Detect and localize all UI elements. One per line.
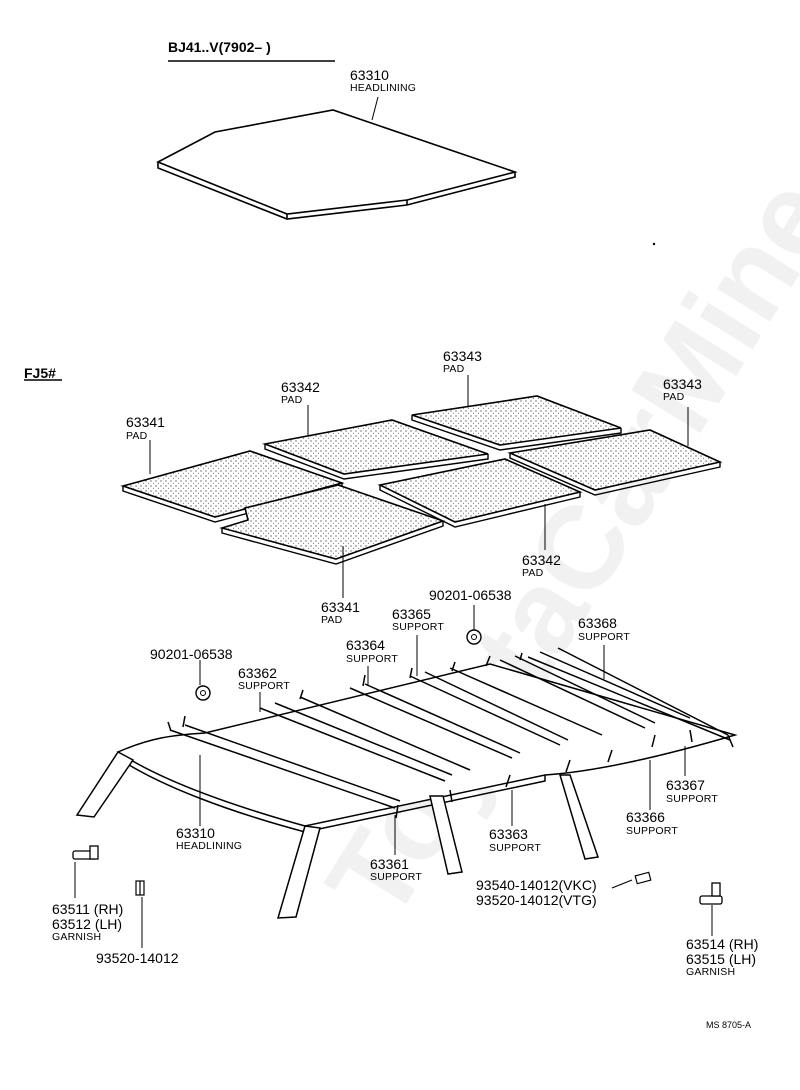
headlining-fj-shape xyxy=(75,647,738,919)
part-name-support-63368: SUPPORT xyxy=(578,631,630,643)
footer-code: MS 8705-A xyxy=(706,1020,752,1030)
part-num-clip-right: 90201-06538 xyxy=(429,587,512,603)
leader-headlining-bj xyxy=(371,96,379,121)
header-bj41: BJ41..V(7902– ) xyxy=(168,39,271,55)
part-num-garnish-right-lh: 63515 (LH) xyxy=(686,951,757,967)
part-num-garnish-left-rh: 63511 (RH) xyxy=(52,901,124,917)
part-num-pad-63342-top: 63342 xyxy=(281,379,320,395)
part-num-garnish-left-lh: 63512 (LH) xyxy=(52,916,123,932)
part-name-support-63363: SUPPORT xyxy=(489,842,541,854)
part-name-pad-63342-bottom: PAD xyxy=(522,567,544,579)
pad-63341-bottom-shape xyxy=(219,484,446,565)
part-num-support-63366: 63366 xyxy=(626,809,665,825)
roof-leaders xyxy=(74,605,713,948)
garnish-right-shape xyxy=(699,882,723,905)
part-name-pad-63343-top: PAD xyxy=(443,363,465,375)
part-num-clip-left: 90201-06538 xyxy=(150,646,233,662)
part-num-support-63365: 63365 xyxy=(392,606,431,622)
speck xyxy=(652,242,656,246)
screw-left-shape xyxy=(135,880,145,896)
part-num-pad-63341-top: 63341 xyxy=(126,414,165,430)
garnish-left-shape xyxy=(72,845,99,860)
part-name-support-63366: SUPPORT xyxy=(626,825,678,837)
part-name-headlining-fj: HEADLINING xyxy=(176,840,243,852)
part-num-support-63363: 63363 xyxy=(489,826,528,842)
pad-leaders xyxy=(149,375,689,598)
part-num-pad-63343-right: 63343 xyxy=(663,376,702,392)
headlining-bj-shape xyxy=(156,109,518,220)
part-name-garnish-left: GARNISH xyxy=(52,931,102,943)
clip-right-shape xyxy=(466,629,482,645)
part-name-support-63367: SUPPORT xyxy=(666,793,718,805)
part-num-screw-center-1: 93540-14012(VKC) xyxy=(476,877,597,893)
part-num-garnish-right-rh: 63514 (RH) xyxy=(686,936,759,952)
part-num-headlining-fj: 63310 xyxy=(176,825,215,841)
pad-63342-top-shape xyxy=(262,419,489,480)
part-name-garnish-right: GARNISH xyxy=(686,966,736,978)
part-num-support-63361: 63361 xyxy=(370,856,409,872)
part-name-headlining-bj: HEADLINING xyxy=(350,82,417,94)
part-name-support-63365: SUPPORT xyxy=(392,621,444,633)
part-num-support-63364: 63364 xyxy=(346,637,385,653)
part-num-support-63362: 63362 xyxy=(238,665,277,681)
clip-left-shape xyxy=(195,685,211,701)
part-num-screw-center-2: 93520-14012(VTG) xyxy=(476,892,597,908)
part-name-support-63362: SUPPORT xyxy=(238,680,290,692)
screw-center-shape xyxy=(611,871,652,889)
pad-63343-right-shape xyxy=(507,429,723,496)
part-num-support-63367: 63367 xyxy=(666,777,705,793)
part-name-pad-63343-right: PAD xyxy=(663,391,685,403)
part-num-headlining-bj: 63310 xyxy=(350,67,389,83)
part-num-pad-63341-bottom: 63341 xyxy=(321,599,360,615)
part-num-support-63368: 63368 xyxy=(578,615,617,631)
pad-63342-bottom-shape xyxy=(377,458,583,528)
part-name-pad-63342-top: PAD xyxy=(281,394,303,406)
part-name-pad-63341-top: PAD xyxy=(126,430,148,442)
part-num-screw-left: 93520-14012 xyxy=(96,950,179,966)
part-num-pad-63343-top: 63343 xyxy=(443,348,482,364)
part-name-pad-63341-bottom: PAD xyxy=(321,614,343,626)
part-name-support-63364: SUPPORT xyxy=(346,653,398,665)
part-name-support-63361: SUPPORT xyxy=(370,871,422,883)
part-num-pad-63342-bottom: 63342 xyxy=(522,552,561,568)
header-fj5: FJ5# xyxy=(24,365,56,381)
pad-63343-top-shape xyxy=(411,395,622,451)
